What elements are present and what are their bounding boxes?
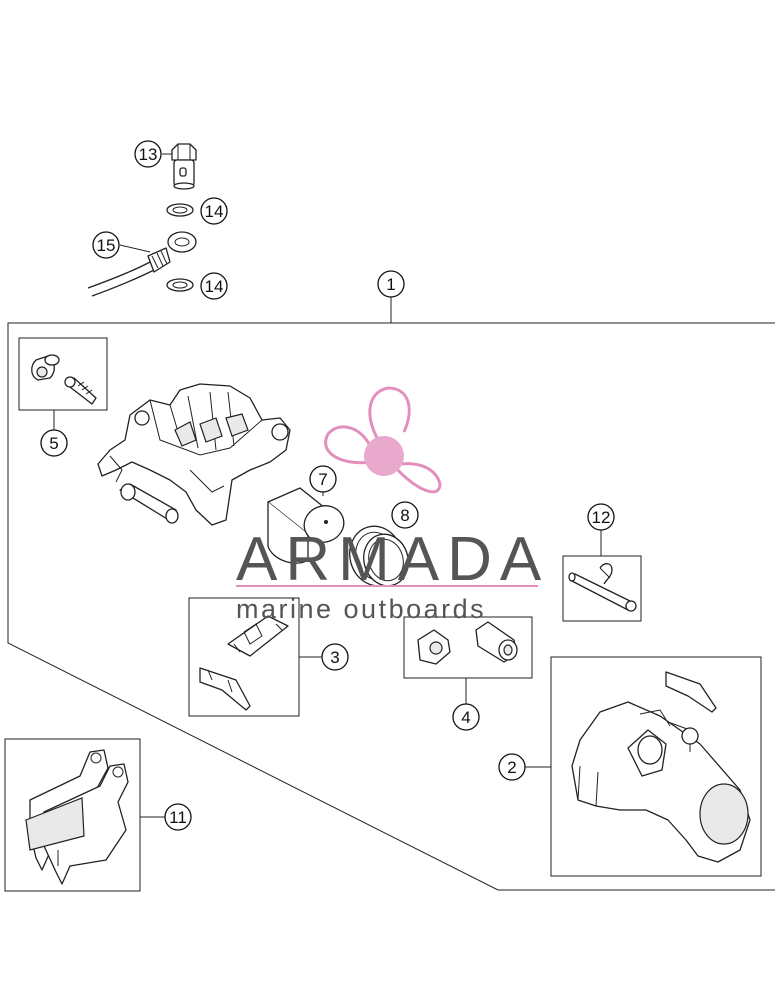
svg-text:11: 11 (169, 808, 187, 827)
piston-seal-part (349, 525, 409, 587)
pin-bushing-part (475, 621, 518, 663)
svg-text:5: 5 (49, 434, 58, 453)
sealing-washer-upper (166, 203, 194, 217)
callout-14-lower: 14 (200, 272, 228, 300)
guide-pin-part (568, 572, 637, 612)
caliper-carrier-part (571, 671, 751, 863)
callout-1: 1 (377, 270, 405, 298)
callout-2: 2 (498, 753, 526, 781)
callout-4: 4 (452, 703, 480, 731)
svg-text:15: 15 (97, 236, 116, 255)
svg-text:14: 14 (205, 277, 224, 296)
brake-line-part (87, 231, 197, 297)
callout-7: 7 (309, 465, 337, 493)
svg-text:3: 3 (330, 648, 339, 667)
callout-11: 11 (164, 803, 192, 831)
svg-text:14: 14 (205, 202, 224, 221)
retaining-clip-part (599, 563, 613, 585)
bleeder-screw-part (64, 376, 97, 405)
callout-14-upper: 14 (200, 197, 228, 225)
callout-8: 8 (391, 501, 419, 529)
svg-text:4: 4 (461, 708, 470, 727)
banjo-bolt-part (171, 143, 197, 190)
caliper-piston-part (267, 487, 345, 564)
logo-hub (364, 436, 404, 476)
brake-pads-part (25, 749, 129, 885)
logo-blade-top (368, 386, 411, 447)
callout-13: 13 (134, 140, 162, 168)
svg-text:7: 7 (318, 470, 327, 489)
box-part-5 (18, 337, 108, 411)
box-part-4 (403, 616, 533, 679)
svg-text:1: 1 (386, 275, 395, 294)
watermark-tagline: marine outboards (236, 594, 486, 624)
logo-blade-right (394, 462, 442, 494)
logo-blade-left (324, 425, 373, 465)
bleeder-cap-part (31, 354, 60, 381)
watermark-logo: ARMADA marine outboards (236, 386, 549, 624)
callout-5: 5 (40, 429, 68, 457)
assembly-boundary (7, 322, 775, 891)
brake-caliper-body (97, 383, 291, 526)
callout-15: 15 (92, 231, 120, 259)
svg-text:12: 12 (592, 508, 611, 527)
callout-12: 12 (587, 503, 615, 531)
svg-text:2: 2 (507, 758, 516, 777)
svg-text:8: 8 (400, 506, 409, 525)
box-part-11 (4, 738, 141, 892)
watermark-brand: ARMADA (236, 525, 549, 594)
pad-spring-lower (199, 667, 251, 711)
box-part-12 (562, 555, 642, 622)
svg-text:13: 13 (139, 145, 158, 164)
callout-3: 3 (321, 643, 349, 671)
rubber-boot-part (417, 629, 451, 665)
sealing-washer-lower (166, 278, 194, 292)
pad-spring-upper (227, 615, 289, 657)
